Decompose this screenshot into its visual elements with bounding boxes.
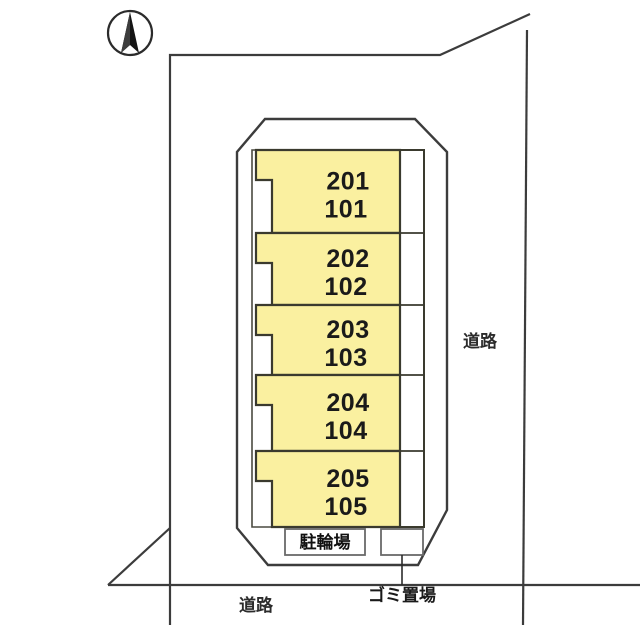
unit-number-203: 203 <box>326 316 369 344</box>
trash-area-label: ゴミ置場 <box>368 585 436 606</box>
site-boundary-far-right <box>521 29 529 626</box>
corridor-dividers <box>400 232 424 452</box>
trash-area[interactable]: ゴミ置場 <box>368 528 436 606</box>
trash-area-box[interactable] <box>380 528 424 556</box>
unit-number-103: 103 <box>324 344 367 372</box>
corridor-strip <box>399 149 425 528</box>
unit-number-202: 202 <box>326 245 369 273</box>
bicycle-parking-label: 駐輪場 <box>300 532 351 553</box>
site-boundary-bottom-left-diagonal <box>107 527 171 586</box>
north-arrow-compass <box>106 9 154 57</box>
unit-number-101: 101 <box>324 196 367 224</box>
bicycle-parking-box[interactable] <box>284 528 366 556</box>
site-boundary-lines <box>107 12 640 626</box>
unit-number-102: 102 <box>324 273 367 301</box>
site-boundary-top-left <box>168 12 531 625</box>
unit-number-205: 205 <box>326 465 369 493</box>
unit-number-201: 201 <box>326 168 369 196</box>
road-label-bottom: 道路 <box>239 595 274 616</box>
unit-number-105: 105 <box>324 493 367 521</box>
unit-number-204: 204 <box>326 389 369 417</box>
bicycle-parking-area[interactable]: 駐輪場 <box>284 528 366 556</box>
compass-needle-shade-icon <box>121 12 130 53</box>
road-label-right: 道路 <box>463 331 498 352</box>
unit-number-104: 104 <box>324 417 367 445</box>
